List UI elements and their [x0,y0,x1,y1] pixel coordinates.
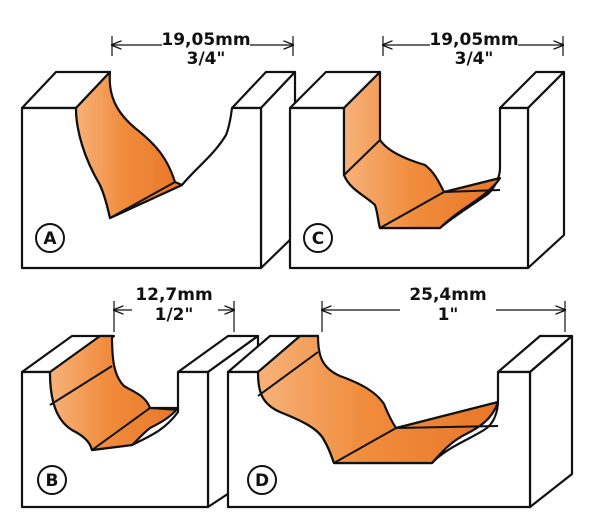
profile-c-metric: 19,05mm [429,30,518,50]
profile-a: 19,05mm 3/4" A [20,30,297,270]
profile-c-edge-line-3 [443,189,501,193]
profile-c-imperial: 3/4" [455,49,494,69]
profile-b-label-badge [37,465,67,495]
profile-c-side-face [526,70,566,270]
profile-b-imperial: 1/2" [155,305,194,325]
profile-c-cut-surface [342,70,502,230]
profile-d-label-badge [247,465,277,495]
profile-a-dim-bg [162,30,250,68]
profile-d-edge-line-3 [395,425,499,429]
profile-b-cut-surface [48,334,180,452]
profile-b-dim-bg [132,286,218,326]
profile-d-imperial: 1" [438,305,459,325]
profile-c: 19,05mm 3/4" C [288,30,566,270]
profile-d-cut-surface [256,334,500,465]
profile-a-edge-line [109,181,176,219]
profile-d-label: D [255,471,269,491]
profile-b-metric: 12,7mm [135,285,212,305]
profile-b-label: B [46,471,59,491]
profile-b: 12,7mm 1/2" B [20,285,260,509]
profile-a-cut-surface [74,70,184,220]
profile-c-label-badge [303,223,333,253]
profile-d-metric: 25,4mm [409,285,486,305]
profile-c-label: C [312,229,324,249]
profile-d: 25,4mm 1" D [226,285,574,509]
profile-c-edge-line-2 [379,191,445,229]
profile-c-dim-bg [430,30,518,68]
profile-d-dim-bg [400,286,496,326]
profile-a-metric: 19,05mm [161,30,250,50]
profile-d-edge-line-2 [333,427,397,464]
profile-b-edge-line-2 [91,407,151,451]
profile-c-edge-line-1 [343,139,381,176]
profile-b-edge-line-1 [49,365,113,406]
profile-d-edge-line-1 [257,351,319,397]
profile-a-label-badge [35,223,65,253]
profile-b-edge-line-3 [149,407,179,411]
profile-a-label: A [43,229,57,249]
profile-a-imperial: 3/4" [187,49,226,69]
